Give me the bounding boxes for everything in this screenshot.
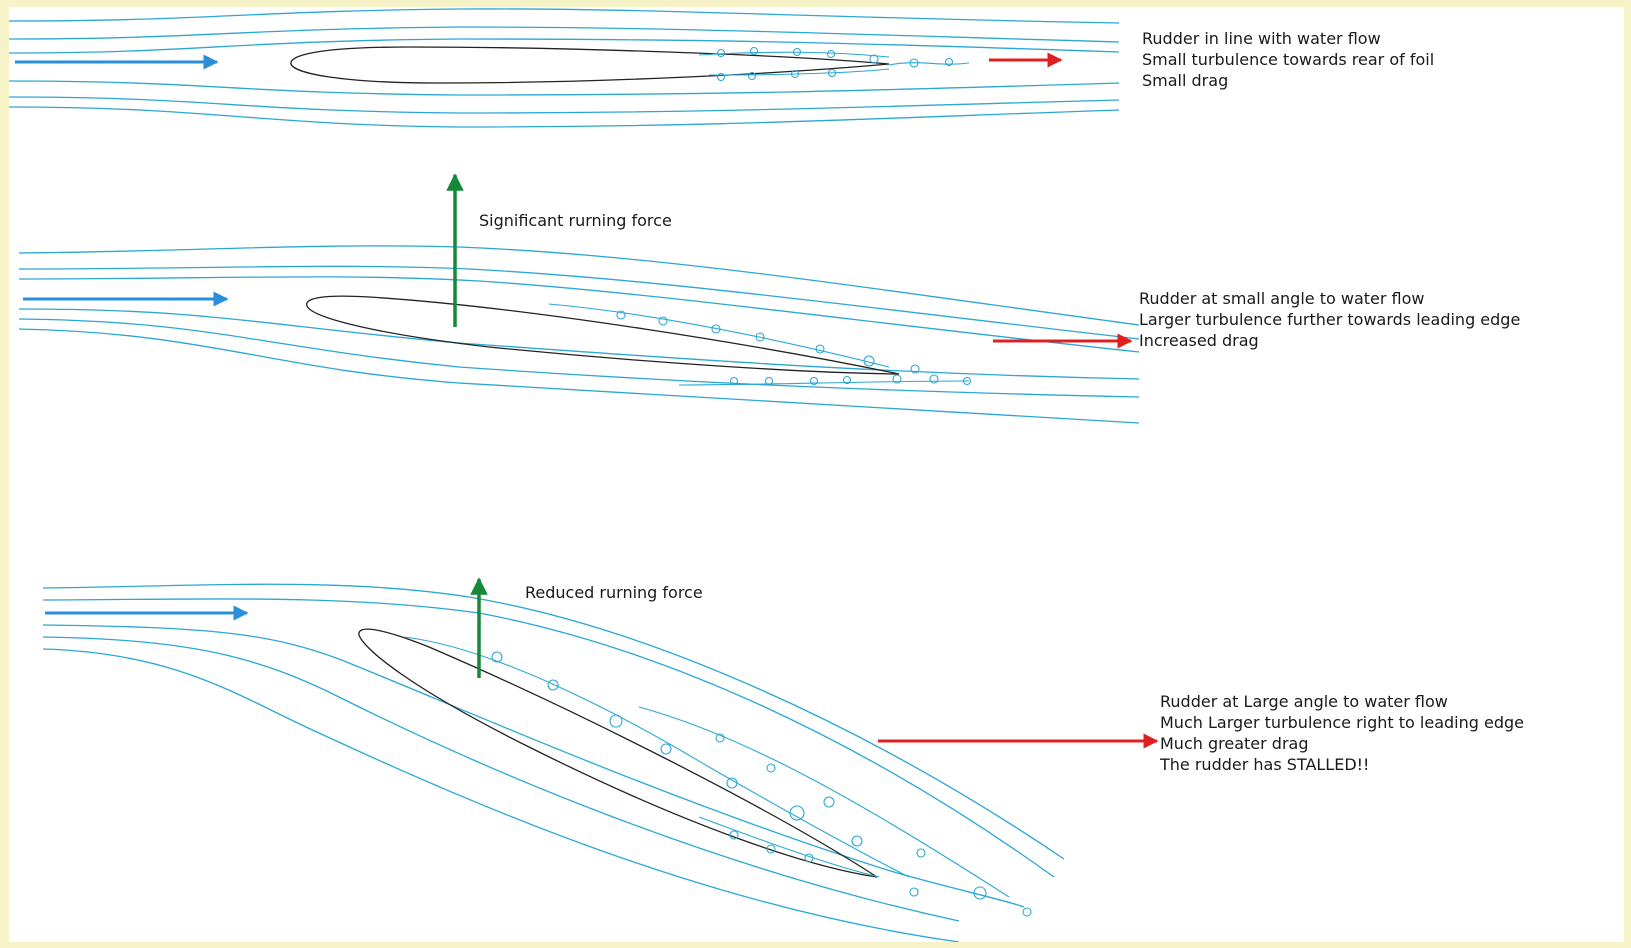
eddy [1022,907,1032,917]
caption-line: Much greater drag [1160,734,1309,753]
rudder-foil [290,46,890,84]
streamline [42,598,1055,878]
streamlines [42,583,1065,942]
caption-line: Larger turbulence further towards leadin… [1139,310,1521,329]
eddy [609,714,623,728]
streamline [18,276,1140,353]
eddy [616,310,626,320]
eddy [962,376,972,386]
eddy [716,48,726,58]
eddy [823,796,835,808]
caption-small-angle: Rudder at small angle to water flow Larg… [1139,288,1520,351]
eddy [789,805,805,821]
streamline [18,265,1140,340]
force-label-reduced: Reduced rurning force [525,583,703,602]
eddy [729,830,739,840]
eddy [827,68,837,78]
eddy [929,374,939,384]
eddy [711,324,721,334]
caption-large-angle: Rudder at Large angle to water flow Much… [1160,691,1524,775]
streamline [9,8,1120,24]
eddy [792,47,802,57]
eddy [863,355,875,367]
streamline [18,328,1140,424]
streamline [42,583,1065,860]
wake-line [698,816,880,878]
eddy [851,835,863,847]
panel-in-line [9,8,1120,128]
caption-line: Rudder at Large angle to water flow [1160,692,1448,711]
turbulence [403,636,1032,917]
streamline [18,245,1140,326]
eddy [916,848,926,858]
eddy [547,679,559,691]
eddy [973,886,987,900]
diagram-canvas: Rudder in line with water flow Small tur… [9,7,1624,942]
caption-line: Much Larger turbulence right to leading … [1160,713,1524,732]
force-label-significant: Significant rurning force [479,211,672,230]
eddy [892,374,902,384]
eddy [804,853,814,863]
streamline [9,96,1120,114]
eddy [726,777,738,789]
caption-line: Rudder in line with water flow [1142,29,1381,48]
turbulence [548,303,972,386]
eddy [790,69,800,79]
eddy [909,887,919,897]
streamline [42,624,1025,908]
caption-line: Small turbulence towards rear of foil [1142,50,1435,69]
eddy [491,651,503,663]
eddy [660,743,672,755]
caption-line: The rudder has STALLED!! [1160,755,1370,774]
eddy [826,49,836,59]
eddy [755,332,765,342]
eddy [764,376,774,386]
eddy [747,71,757,81]
eddy [815,344,825,354]
wake-line [698,51,890,58]
rudder-foil [306,295,900,375]
wake-line [708,68,890,76]
streamlines [18,245,1140,424]
streamline [42,636,960,922]
streamline [9,26,1120,43]
caption-line: Rudder at small angle to water flow [1139,289,1425,308]
eddy [766,763,776,773]
rudder-foil [358,628,878,878]
eddy [910,364,920,374]
eddy [766,844,776,854]
wake-line [888,62,970,66]
rudder-flow-diagram [9,8,1159,942]
streamline [9,106,1120,128]
streamline [42,648,960,942]
streamline [18,308,1140,380]
streamline [9,38,1120,54]
eddy [944,57,954,67]
wake-line [638,706,1010,898]
eddy [729,376,739,386]
eddy [869,54,879,64]
turbulence [698,46,970,82]
eddy [749,46,759,56]
eddy [658,316,668,326]
eddy [715,733,725,743]
caption-in-line: Rudder in line with water flow Small tur… [1142,28,1434,91]
caption-line: Small drag [1142,71,1229,90]
streamline [18,318,1140,398]
wake-line [548,303,890,368]
eddy [809,376,819,386]
panel-small-angle [18,173,1140,424]
caption-line: Increased drag [1139,331,1259,350]
streamlines [9,8,1120,128]
eddy [842,375,852,385]
eddy [716,72,726,82]
streamline [9,80,1120,96]
wake-line [403,636,910,878]
panel-large-angle [42,577,1159,942]
